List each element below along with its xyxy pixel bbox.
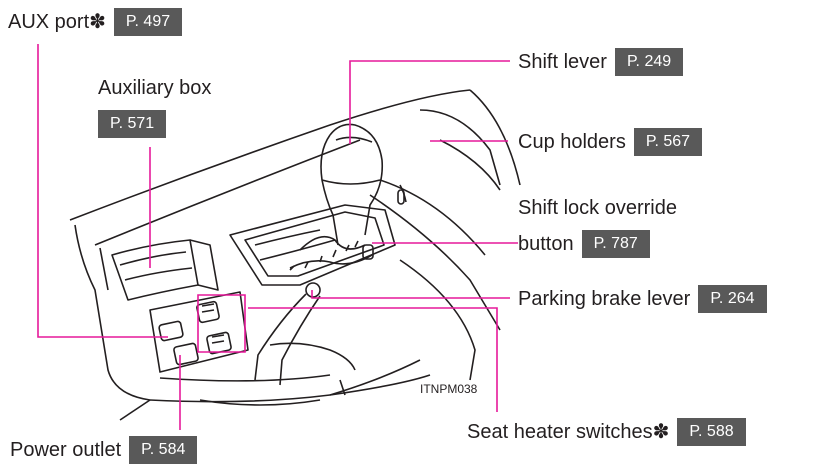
seat-heater-asterisk: ✽ <box>652 420 670 443</box>
power-outlet-text: Power outlet <box>10 438 122 461</box>
cup-holders-page-ref[interactable]: P. 567 <box>633 128 703 156</box>
seat-heater-text: Seat heater switches <box>467 420 653 443</box>
label-aux-port: AUX port ✽ P. 497 <box>8 8 183 36</box>
parking-brake-page-ref[interactable]: P. 264 <box>698 285 767 313</box>
leader-lines <box>37 44 518 430</box>
aux-port-text: AUX port <box>8 10 90 33</box>
shift-lever-page-ref[interactable]: P. 249 <box>614 48 684 76</box>
label-shift-lever: Shift lever P. 249 <box>518 48 684 76</box>
shift-lever-text: Shift lever <box>518 50 607 73</box>
leader-seat-heater-box <box>197 294 246 353</box>
leader-seat-heater <box>248 307 498 412</box>
aux-port-page-ref[interactable]: P. 497 <box>113 8 183 36</box>
label-auxiliary-box: Auxiliary box <box>98 78 211 98</box>
auxiliary-box-page-ref[interactable]: P. 571 <box>98 110 167 138</box>
cup-holders-text: Cup holders <box>518 130 626 153</box>
leader-parking-brake <box>311 290 510 299</box>
auxiliary-box-text: Auxiliary box <box>98 77 212 99</box>
leader-shift-lever <box>349 60 510 144</box>
label-cup-holders: Cup holders P. 567 <box>518 128 703 156</box>
figure-code: ITNPM038 <box>420 382 478 396</box>
shift-lock-text-line2: button <box>518 232 574 255</box>
seat-heater-page-ref[interactable]: P. 588 <box>677 418 746 446</box>
power-outlet-page-ref[interactable]: P. 584 <box>129 436 198 464</box>
label-parking-brake: Parking brake lever P. 264 <box>518 285 767 313</box>
parking-brake-text: Parking brake lever <box>518 287 691 310</box>
aux-port-asterisk: ✽ <box>89 10 106 33</box>
label-shift-lock-line1: Shift lock override <box>518 198 677 218</box>
console-body <box>69 89 521 421</box>
label-power-outlet: Power outlet P. 584 <box>10 436 198 464</box>
label-shift-lock-line2: button P. 787 <box>518 230 650 258</box>
shift-lock-text-line1: Shift lock override <box>518 197 677 219</box>
label-auxiliary-box-ref: P. 571 <box>98 110 167 138</box>
label-seat-heater: Seat heater switches ✽ P. 588 <box>467 418 746 446</box>
shift-lock-page-ref[interactable]: P. 787 <box>581 230 650 258</box>
leader-aux-port <box>37 44 168 338</box>
